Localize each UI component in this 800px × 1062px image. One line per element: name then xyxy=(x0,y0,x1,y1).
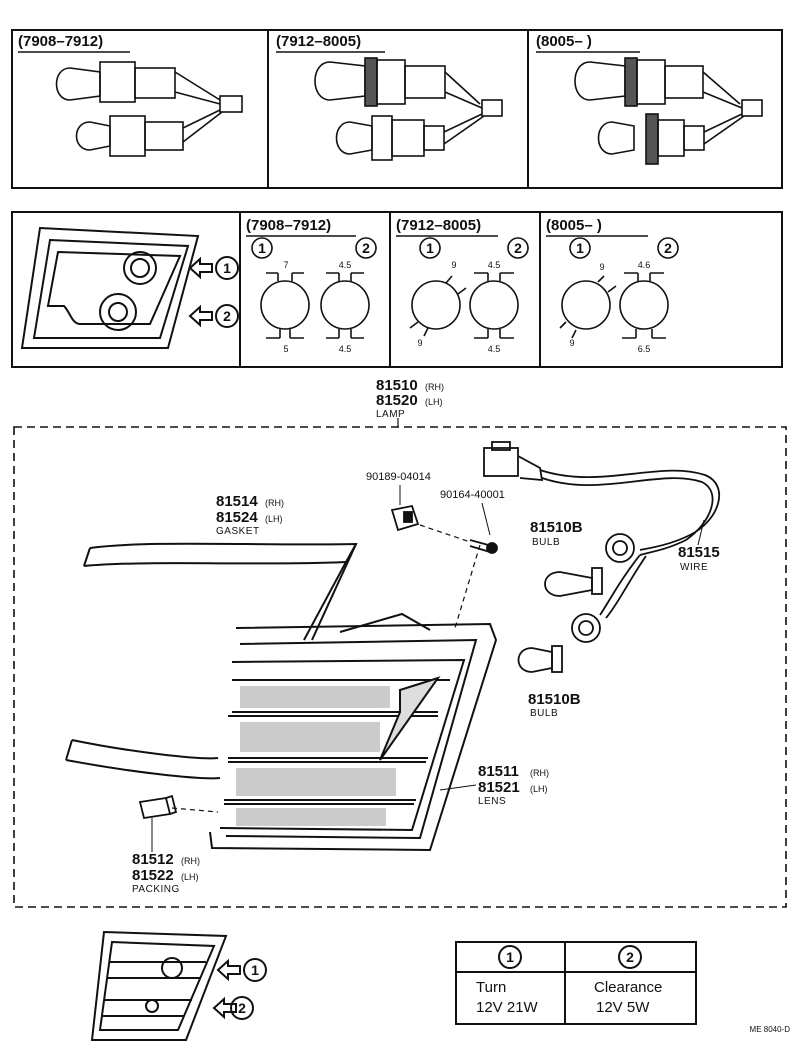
lamp-housing-front-view xyxy=(20,226,200,349)
socket-panel-2-dim-1-top: 9 xyxy=(451,260,456,270)
arrow-marker-2 xyxy=(188,304,239,328)
socket-panel-2-dim-1-bottom: 9 xyxy=(417,338,422,348)
bulb-upper-name: BULB xyxy=(532,537,560,548)
socket-panel-3-dim-2-top: 4.6 xyxy=(638,260,651,270)
socket-panel-2-dim-2-top: 4.5 xyxy=(488,260,501,270)
bottom-arrow-marker-2 xyxy=(212,996,254,1020)
lens-side-rh: (RH) xyxy=(530,768,549,778)
spec-table-col1-name: Turn xyxy=(476,979,506,996)
lens-side-lh: (LH) xyxy=(530,784,548,794)
lens-name: LENS xyxy=(478,796,506,807)
lamp-part-number-lh: 81520 xyxy=(376,392,418,409)
spec-table xyxy=(455,941,697,1025)
packing xyxy=(138,794,178,820)
bulb-socket-assembly-3 xyxy=(574,57,763,165)
socket-panel-1-dim-1-top: 7 xyxy=(283,260,288,270)
lamp-bottom-view xyxy=(90,930,228,1041)
bottom-marker-1-number: 1 xyxy=(251,962,259,978)
bolt-part-number: 90164-40001 xyxy=(440,489,505,501)
bulb-socket-assembly-1 xyxy=(55,61,243,157)
spec-table-col2-number: 2 xyxy=(626,949,634,965)
socket-panel-3-dim-1-top: 9 xyxy=(599,262,604,272)
lens-texture xyxy=(236,686,396,826)
spec-table-col2-spec: 12V 5W xyxy=(596,999,650,1016)
lamp-side-rh: (RH) xyxy=(425,382,444,392)
gasket-part-number-lh: 81524 xyxy=(216,509,258,526)
socket-panel-2-dim-2-bottom: 4.5 xyxy=(488,344,501,354)
bottom-arrow-marker-1 xyxy=(216,958,267,982)
top-panel-3-range: (8005– ) xyxy=(536,33,592,50)
socket-panel-1-dim-1-bottom: 5 xyxy=(283,344,288,354)
socket-panel-3-marker-1: 1 xyxy=(576,240,584,256)
socket-panel-1-marker-2: 2 xyxy=(362,240,370,256)
wire-name: WIRE xyxy=(680,562,708,573)
socket-panel-2-marker-2: 2 xyxy=(514,240,522,256)
packing-side-rh: (RH) xyxy=(181,856,200,866)
gasket-name: GASKET xyxy=(216,526,260,537)
socket-panel-1-dim-2-bottom: 4.5 xyxy=(339,344,352,354)
lamp-part-number-rh: 81510 xyxy=(376,377,418,394)
lens xyxy=(209,612,498,852)
bulb-upper xyxy=(544,533,635,597)
bulb-lower-name: BULB xyxy=(530,708,558,719)
socket-panels xyxy=(11,211,783,368)
packing-part-number-rh: 81512 xyxy=(132,851,174,868)
gasket xyxy=(65,542,358,780)
wire-harness xyxy=(483,441,721,619)
socket-panel-3-marker-2: 2 xyxy=(664,240,672,256)
screw-part-number: 90189-04014 xyxy=(366,471,431,483)
socket-panel-3-shapes xyxy=(559,237,679,339)
footer-code: ME 8040-D xyxy=(750,1025,791,1034)
marker-2-number: 2 xyxy=(223,308,231,324)
gasket-side-rh: (RH) xyxy=(265,498,284,508)
marker-1-number: 1 xyxy=(223,260,231,276)
spec-table-col1-number: 1 xyxy=(506,949,514,965)
lamp-side-lh: (LH) xyxy=(425,397,443,407)
bulb-lower xyxy=(517,613,601,673)
gasket-side-lh: (LH) xyxy=(265,514,283,524)
socket-panel-3-range: (8005– ) xyxy=(546,217,602,234)
socket-panel-1-marker-1: 1 xyxy=(258,240,266,256)
top-bulb-panels xyxy=(11,29,783,189)
bulb-lower-part-number: 81510B xyxy=(528,691,581,708)
arrow-marker-1 xyxy=(188,256,239,280)
wire-part-number: 81515 xyxy=(678,544,720,561)
lamp-name: LAMP xyxy=(376,409,405,420)
socket-panel-3-dim-2-bottom: 6.5 xyxy=(638,344,651,354)
socket-panel-2-marker-1: 1 xyxy=(426,240,434,256)
packing-name: PACKING xyxy=(132,884,180,895)
socket-panel-1-dim-2-top: 4.5 xyxy=(339,260,352,270)
socket-panel-1-range: (7908–7912) xyxy=(246,217,331,234)
bulb-upper-part-number: 81510B xyxy=(530,519,583,536)
top-panel-1-range: (7908–7912) xyxy=(18,33,103,50)
packing-side-lh: (LH) xyxy=(181,872,199,882)
top-panel-2-range: (7912–8005) xyxy=(276,33,361,50)
socket-panel-1-shapes xyxy=(251,237,377,339)
socket-panel-2-shapes xyxy=(409,237,529,339)
bottom-marker-2-number: 2 xyxy=(238,1000,246,1016)
lens-part-number-lh: 81521 xyxy=(478,779,520,796)
lens-part-number-rh: 81511 xyxy=(478,763,519,780)
bulb-socket-assembly-2 xyxy=(314,57,503,161)
bolt xyxy=(469,539,498,554)
exploded-view-frame xyxy=(13,426,787,908)
socket-panel-2-range: (7912–8005) xyxy=(396,217,481,234)
socket-panel-3-dim-1-bottom: 9 xyxy=(569,338,574,348)
clip-nut xyxy=(390,504,420,532)
spec-table-col1-spec: 12V 21W xyxy=(476,999,539,1016)
gasket-part-number-rh: 81514 xyxy=(216,493,258,510)
spec-table-col2-name: Clearance xyxy=(594,979,662,996)
packing-part-number-lh: 81522 xyxy=(132,867,174,884)
